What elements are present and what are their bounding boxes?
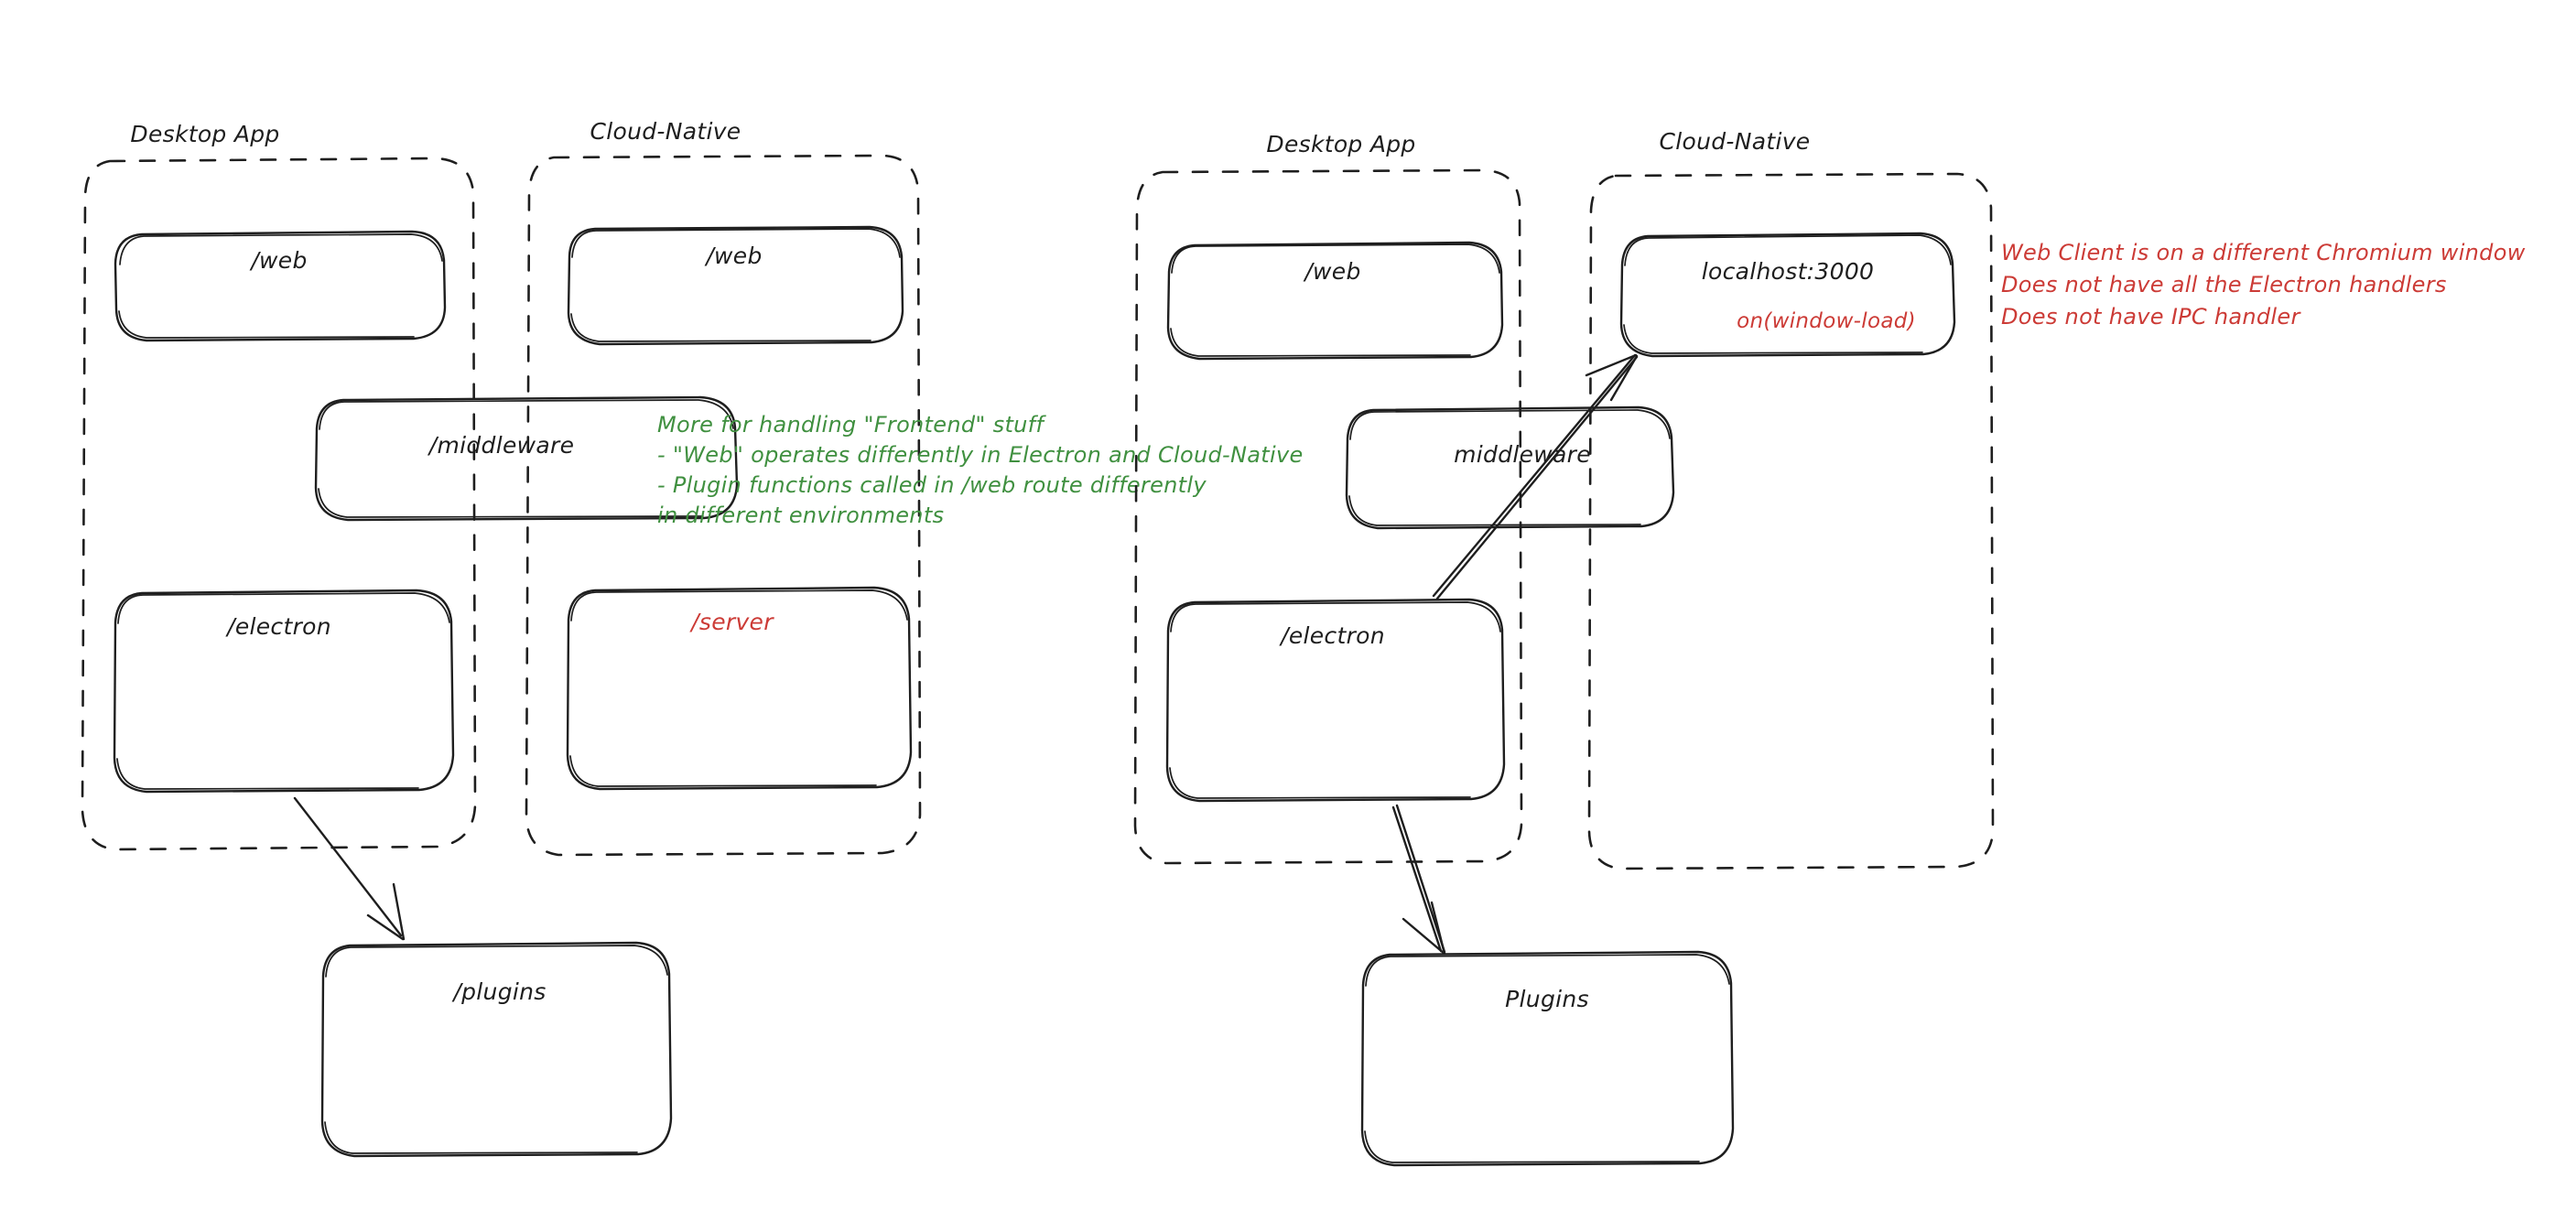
node-plugins-2[interactable]: Plugins [1360,950,1735,1167]
node-label-web-desktop-2: /web [1303,258,1360,285]
node-label-middleware: /middleware [428,432,575,459]
node-electron[interactable]: /electron [113,589,455,794]
node-label-server: /server [689,609,774,635]
edge-electron2-to-plugins [1391,804,1446,956]
node-label-web-cloud: /web [704,243,762,269]
node-server[interactable]: /server [566,586,913,791]
annotation-red-line-1: Web Client is on a different Chromium wi… [2001,240,2526,265]
annotation-green-line-3: - Plugin functions called in /web route … [657,472,1207,498]
node-label-electron-2: /electron [1279,622,1385,649]
node-label-localhost: localhost:3000 [1702,258,1874,285]
annotation-green: More for handling "Frontend" stuff - "We… [657,412,1304,528]
group-label-desktop-app: Desktop App [130,121,279,147]
node-plugins[interactable]: /plugins [320,941,673,1158]
annotation-red-line-3: Does not have IPC handler [2001,304,2301,330]
node-label-web-desktop: /web [249,247,307,274]
node-web-cloud[interactable]: /web [567,225,904,346]
node-web-desktop-2[interactable]: /web [1166,241,1504,361]
annotation-green-line-2: - "Web" operates differently in Electron… [657,442,1304,468]
group-container-cloud-native [525,154,922,857]
node-label-electron: /electron [225,613,331,640]
annotation-green-line-4: in different environments [657,503,944,528]
group-container-desktop-app-2 [1133,168,1523,865]
node-localhost[interactable]: localhost:3000 on(window-load) [1619,232,1956,358]
node-web-desktop[interactable]: /web [114,230,447,342]
node-label-plugins-2: Plugins [1505,986,1589,1012]
node-electron-2[interactable]: /electron [1165,598,1506,803]
group-label-desktop-app-2: Desktop App [1266,131,1415,157]
node-sublabel-on-window-load: on(window-load) [1737,309,1916,333]
node-label-plugins: /plugins [451,978,546,1005]
node-middleware-2[interactable]: middleware [1345,405,1675,530]
node-middleware[interactable]: /middleware [314,395,739,522]
group-label-cloud-native-2: Cloud-Native [1660,128,1811,155]
edge-electron-to-plugins [293,796,406,941]
edge-electron2-to-localhost [1432,353,1639,600]
annotation-green-line-1: More for handling "Frontend" stuff [657,412,1046,438]
annotation-red: Web Client is on a different Chromium wi… [2001,240,2526,330]
group-container-desktop-app [81,157,477,851]
node-label-middleware-2: middleware [1454,441,1591,468]
group-container-cloud-native-2 [1587,172,1995,870]
annotation-red-line-2: Does not have all the Electron handlers [2001,272,2447,297]
group-label-cloud-native: Cloud-Native [590,118,741,145]
